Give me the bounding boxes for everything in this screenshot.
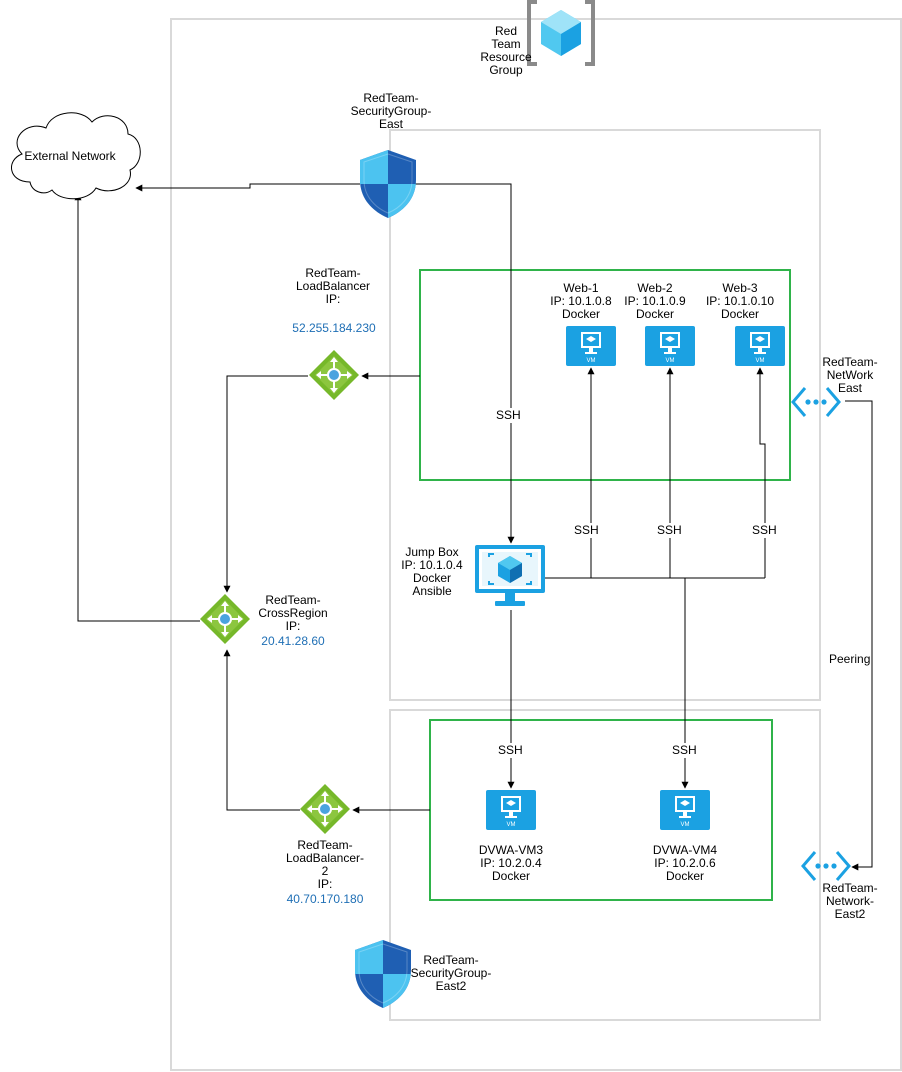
external-network-label: External Network <box>24 149 116 163</box>
network-east2-label: RedTeam-Network-East2 <box>822 881 878 921</box>
web3-vm-icon <box>735 326 785 366</box>
cross-region-lb-icon <box>199 593 251 645</box>
load-balancer-ip: 52.255.184.230 <box>292 321 376 335</box>
crossregion-to-external-line <box>74 193 200 622</box>
peering-line <box>845 400 873 871</box>
ssh-label-vm4: SSH <box>671 743 698 758</box>
network-east2-vnet-icon <box>801 850 851 882</box>
security-group-east2-shield-icon <box>354 939 412 1009</box>
jump-box-monitor-icon <box>475 545 545 606</box>
external-network-cloud <box>11 112 141 200</box>
lb-to-crossregion-line <box>223 375 308 593</box>
ssh-label-web1: SSH <box>573 523 600 538</box>
resource-group-icon <box>527 0 595 66</box>
ssh-label-web3: SSH <box>751 523 778 538</box>
peering-label: Peering <box>828 652 872 667</box>
security-group-east-label: RedTeam-SecurityGroup-East <box>350 91 432 131</box>
dvwa-vm4-icon <box>660 790 710 830</box>
sg-east-to-external-line <box>135 183 360 192</box>
ssh-label-sg-to-jumpbox: SSH <box>495 408 522 423</box>
dvwa-vm3-icon <box>486 790 536 830</box>
load-balancer-2-ip: 40.70.170.180 <box>286 892 364 906</box>
security-group-east2-label: RedTeam-SecurityGroup-East2 <box>410 953 492 993</box>
cross-region-ip: 20.41.28.60 <box>261 634 325 648</box>
ssh-label-vm3: SSH <box>497 743 524 758</box>
load-balancer-icon <box>308 349 360 401</box>
web-subnet-box <box>419 269 791 481</box>
network-east-container <box>389 129 821 701</box>
lb2-to-crossregion-line <box>223 649 300 811</box>
ssh-label-web2: SSH <box>656 523 683 538</box>
web2-vm-icon <box>645 326 695 366</box>
web1-vm-icon <box>566 326 616 366</box>
sg-east-ssh-to-jumpbox-line <box>415 183 515 544</box>
security-group-east-shield-icon <box>359 149 417 219</box>
load-balancer-2-icon <box>299 783 351 835</box>
resource-group-container <box>170 18 902 1071</box>
ssh-to-web3-line <box>756 367 766 578</box>
